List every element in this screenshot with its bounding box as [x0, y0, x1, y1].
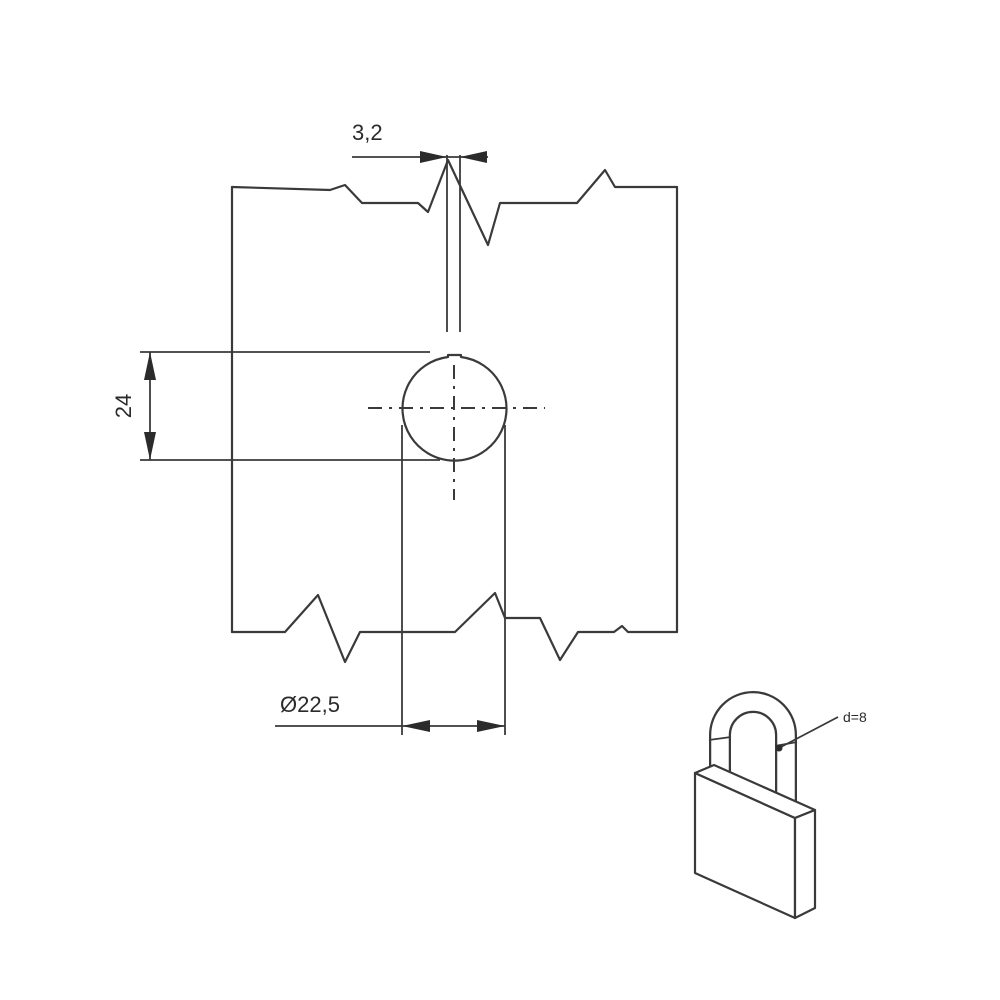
keyway-slot — [446, 155, 461, 332]
slot-distance-arrow-bottom — [144, 432, 156, 460]
slot-distance-arrow-top — [144, 352, 156, 380]
hole-diameter-dimension: Ø22,5 — [275, 425, 506, 735]
top-break-line — [230, 158, 679, 247]
slot-distance-dimension: 24 — [111, 351, 440, 461]
padlock-icon: d=8 — [693, 691, 867, 920]
slot-width-label: 3,2 — [352, 120, 383, 145]
hole-diameter-label: Ø22,5 — [280, 692, 340, 717]
shackle-band-left — [708, 736, 732, 741]
diameter-arrow-right — [477, 720, 505, 732]
slot-width-arrow-left — [420, 151, 447, 163]
slot-distance-label: 24 — [111, 394, 136, 418]
shackle-diameter-leader — [778, 716, 839, 749]
slot-width-dimension: 3,2 — [352, 120, 488, 163]
padlock-body-side — [793, 808, 817, 920]
slot-width-arrow-right — [460, 151, 487, 163]
shackle-diameter-dot — [775, 744, 783, 752]
shackle-diameter-label: d=8 — [843, 709, 867, 725]
bottom-break-line — [230, 591, 679, 664]
lock-hole — [401, 353, 508, 462]
padlock-shackle-inner — [711, 693, 795, 812]
plate-outline — [230, 158, 679, 664]
diameter-arrow-left — [402, 720, 430, 732]
